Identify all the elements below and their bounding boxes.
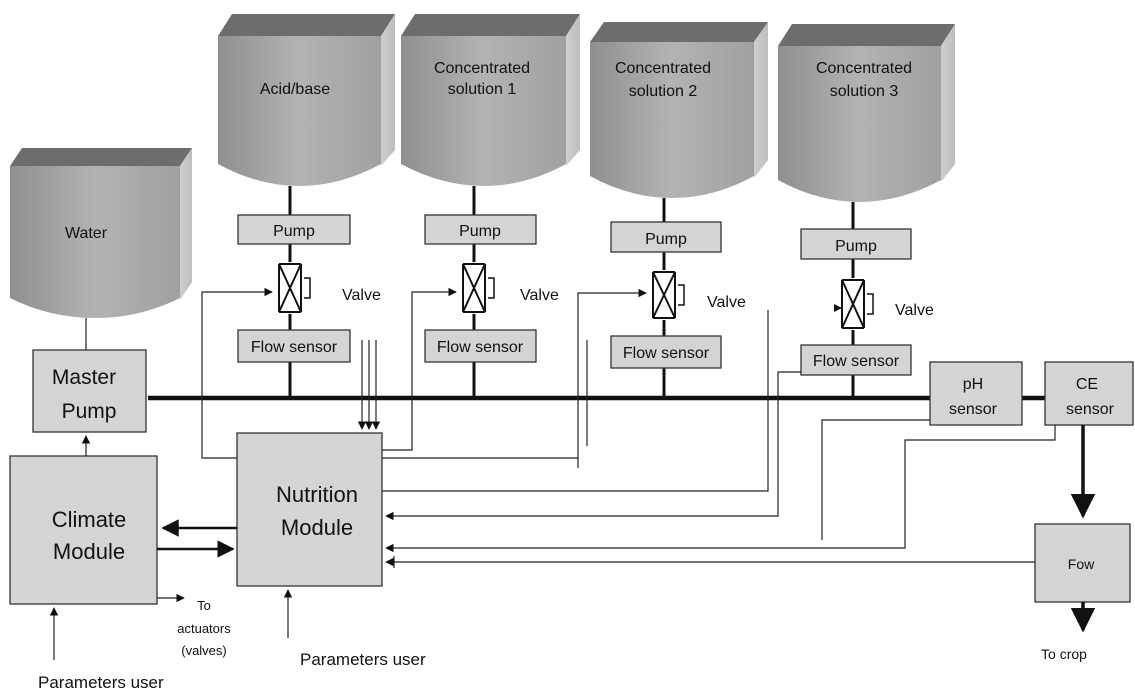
ph-sensor: pH sensor <box>929 361 1023 426</box>
tank-concentrated-3-label-line2: solution 3 <box>830 83 899 100</box>
tank-water: Water <box>10 148 192 318</box>
nutrition-module: Nutrition Module <box>236 432 383 587</box>
tank-concentrated-2-label-line1: Concentrated <box>615 60 711 77</box>
ce-sensor: CE sensor <box>1044 361 1134 426</box>
climate-module-label-line1: Climate <box>52 507 127 532</box>
tank-concentrated-3: Concentrated solution 3 <box>778 24 955 202</box>
flow-box-label: Fow <box>1068 556 1095 572</box>
flow-sensor-acid: Flow sensor <box>237 329 351 363</box>
valve-acid: Valve <box>278 263 381 313</box>
tank-concentrated-3-label-line1: Concentrated <box>816 60 912 77</box>
tank-acid-base: Acid/base <box>218 14 395 186</box>
pump-conc2: Pump <box>610 221 722 253</box>
actuators-label-line2: actuators <box>177 621 231 636</box>
actuators-label-line1: To <box>197 598 211 613</box>
tank-concentrated-1: Concentrated solution 1 <box>401 14 580 186</box>
flow-sensor-conc3: Flow sensor <box>800 344 912 376</box>
ce-sensor-label-line1: CE <box>1076 376 1098 393</box>
actuators-label: To actuators (valves) <box>177 598 231 658</box>
tank-pipes <box>85 186 855 398</box>
flow-sensor-conc2: Flow sensor <box>610 335 722 369</box>
climate-module: Climate Module <box>9 455 158 605</box>
to-crop-label: To crop <box>1041 646 1087 662</box>
tank-water-label: Water <box>65 225 108 242</box>
flow-sensor-conc1-label: Flow sensor <box>437 339 524 356</box>
flow-box: Fow <box>1034 523 1131 603</box>
ce-sensor-label-line2: sensor <box>1066 401 1115 418</box>
valve-acid-label: Valve <box>342 287 381 304</box>
control-lines <box>49 287 1096 660</box>
pump-conc3: Pump <box>800 228 912 260</box>
pump-acid: Pump <box>237 214 351 245</box>
master-pump: Master Pump <box>32 349 147 433</box>
ph-sensor-label-line1: pH <box>963 376 983 393</box>
master-pump-label-line1: Master <box>52 366 116 389</box>
pump-acid-label: Pump <box>273 223 315 240</box>
master-pump-label-line2: Pump <box>62 400 117 423</box>
flow-sensor-conc2-label: Flow sensor <box>623 345 710 362</box>
flow-sensor-conc3-label: Flow sensor <box>813 353 900 370</box>
valve-conc3-label: Valve <box>895 302 934 319</box>
actuators-label-line3: (valves) <box>181 643 227 658</box>
valve-conc2: Valve <box>652 271 746 319</box>
pump-conc1: Pump <box>424 214 537 245</box>
valve-conc1-label: Valve <box>520 287 559 304</box>
valve-conc3: Valve <box>841 279 934 329</box>
tank-concentrated-1-label-line1: Concentrated <box>434 60 530 77</box>
pump-conc1-label: Pump <box>459 223 501 240</box>
valve-conc1: Valve <box>462 263 559 313</box>
valve-conc2-label: Valve <box>707 294 746 311</box>
climate-module-label-line2: Module <box>53 539 125 564</box>
parameters-user-nutrition: Parameters user <box>300 650 426 669</box>
tank-concentrated-2-label-line2: solution 2 <box>629 83 698 100</box>
nutrition-module-label-line1: Nutrition <box>276 482 358 507</box>
flow-sensor-acid-label: Flow sensor <box>251 339 338 356</box>
parameters-user-climate: Parameters user <box>38 673 164 692</box>
pump-conc2-label: Pump <box>645 231 687 248</box>
ph-sensor-label-line2: sensor <box>949 401 998 418</box>
nutrition-module-label-line2: Module <box>281 515 353 540</box>
tank-concentrated-1-label-line2: solution 1 <box>448 81 517 98</box>
tank-acid-base-label: Acid/base <box>260 81 330 98</box>
pump-conc3-label: Pump <box>835 238 877 255</box>
flow-sensor-conc1: Flow sensor <box>424 329 537 363</box>
tank-concentrated-2: Concentrated solution 2 <box>590 22 768 198</box>
